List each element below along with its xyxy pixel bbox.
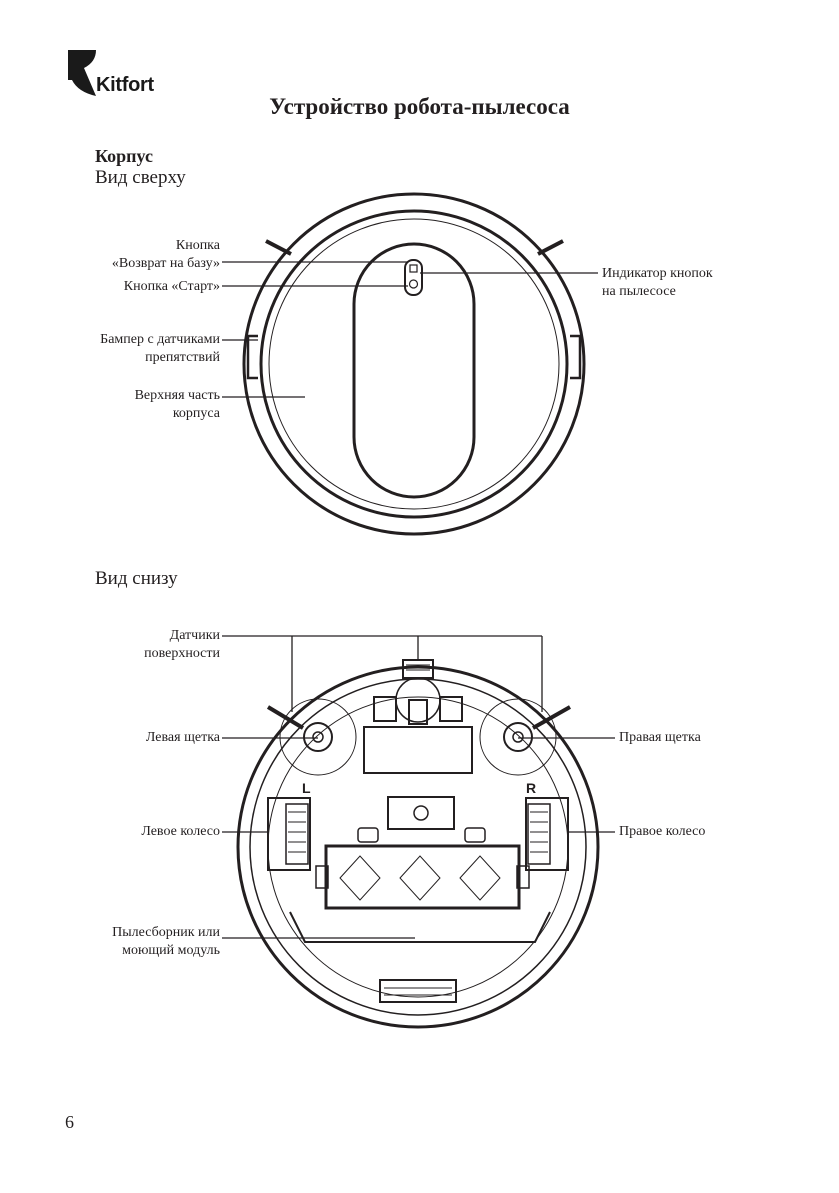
wheel-letter-left: L (302, 780, 311, 796)
robot-top-view-illustration (244, 194, 584, 534)
wheel-letter-right: R (526, 780, 536, 796)
robot-bottom-view-illustration (238, 660, 598, 1027)
